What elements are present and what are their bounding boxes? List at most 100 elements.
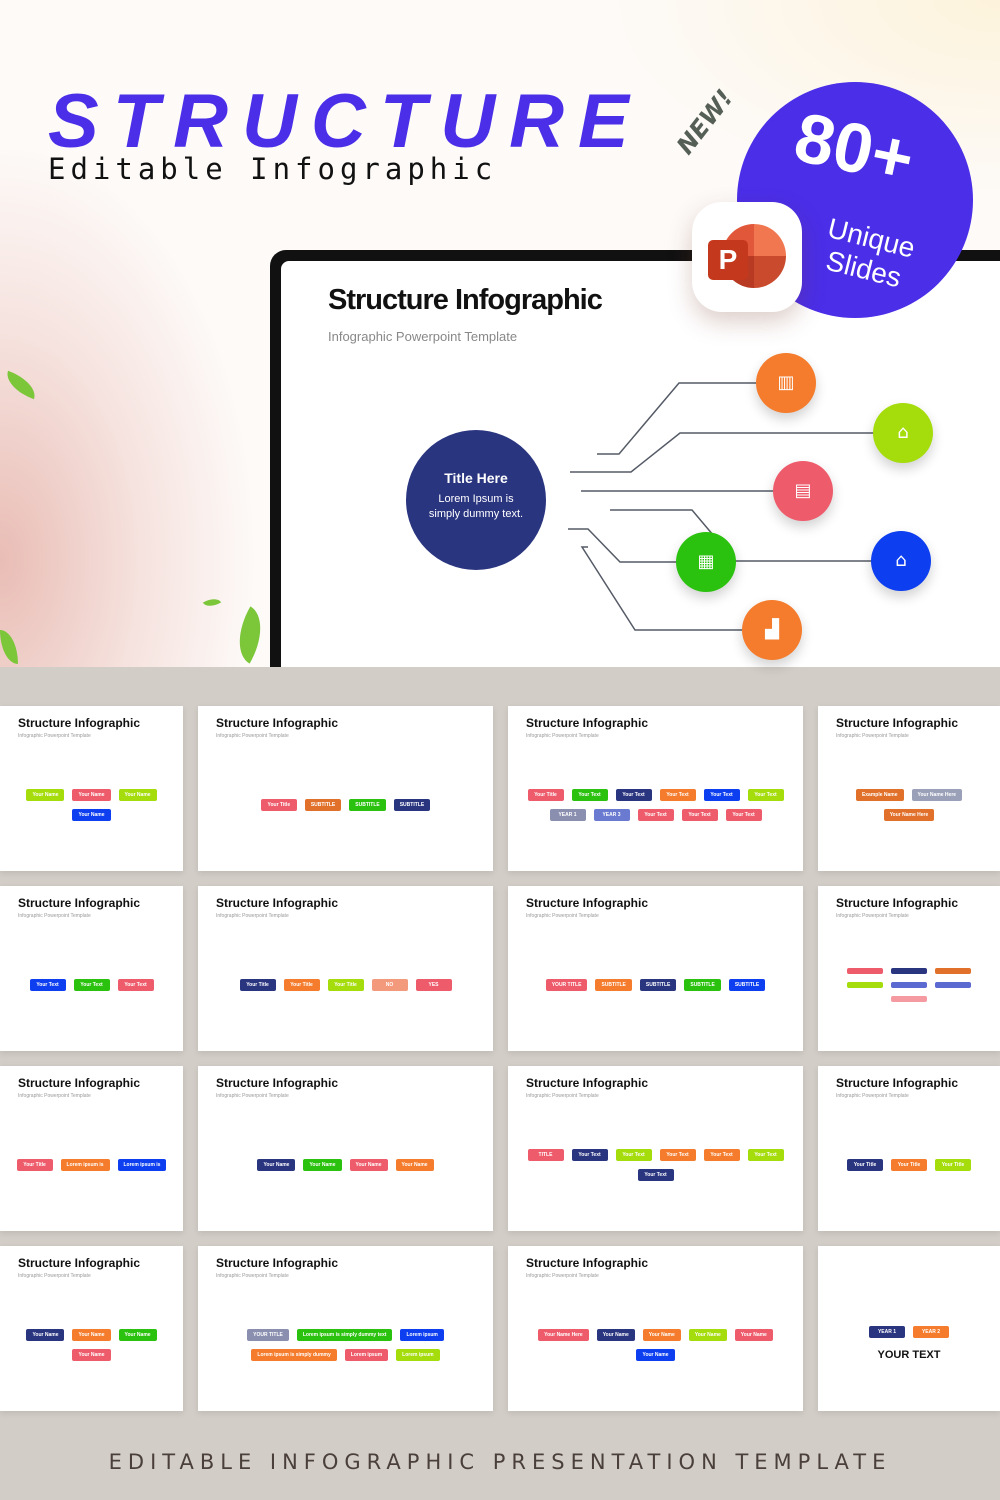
thumbnail-title: Structure Infographic bbox=[18, 716, 141, 730]
slide-count: 80+ bbox=[788, 97, 921, 199]
thumbnail-box: Your Text bbox=[615, 1148, 652, 1161]
factory-icon: ▟ bbox=[742, 600, 802, 660]
slide-thumbnail[interactable]: YEAR 1 YEAR 2 YOUR TEXT bbox=[818, 1246, 1000, 1411]
thumbnail-box: Your Text bbox=[615, 788, 652, 801]
thumbnail-box: SUBTITLE bbox=[349, 798, 386, 811]
thumbnail-box: Your Text bbox=[637, 808, 674, 821]
thumbnail-box: Your Title bbox=[327, 978, 364, 991]
thumbnail-box: Your Text bbox=[637, 1168, 674, 1181]
slide-thumbnail[interactable]: Structure Infographic Infographic Powerp… bbox=[0, 706, 183, 871]
thumbnail-box: YEAR 3 bbox=[593, 808, 630, 821]
thumbnail-box: Your Name bbox=[26, 1328, 65, 1341]
thumbnail-box: NO bbox=[371, 978, 408, 991]
hero-banner: STRUCTURE Editable Infographic NEW! Stru… bbox=[0, 0, 1000, 667]
thumbnail-box: Your Text bbox=[571, 788, 608, 801]
thumbnail-subtitle: Infographic Powerpoint Template bbox=[216, 913, 289, 919]
thumbnail-title: Structure Infographic bbox=[18, 1076, 141, 1090]
thumbnail-box: Your Text bbox=[659, 1148, 696, 1161]
thumbnail-box: Your Name bbox=[72, 788, 111, 801]
slide-title: Structure Infographic bbox=[328, 284, 603, 316]
thumbnail-box bbox=[891, 995, 927, 1002]
slide-thumbnail[interactable]: Structure Infographic Infographic Powerp… bbox=[818, 706, 1000, 871]
thumbnail-box: Your Title bbox=[260, 798, 297, 811]
slide-thumbnail[interactable]: Structure Infographic Infographic Powerp… bbox=[198, 1066, 493, 1231]
thumbnail-box: Your Title bbox=[239, 978, 276, 991]
thumbnail-box: Your Name bbox=[72, 1328, 111, 1341]
slide-thumbnail-grid: Structure Infographic Infographic Powerp… bbox=[0, 667, 1000, 1427]
thumbnail-subtitle: Infographic Powerpoint Template bbox=[836, 913, 909, 919]
hub-text: Lorem Ipsum is simply dummy text. bbox=[428, 493, 524, 520]
thumbnail-box: Your Title bbox=[16, 1158, 53, 1171]
slide-thumbnail[interactable]: Structure Infographic Infographic Powerp… bbox=[508, 886, 803, 1051]
thumbnail-subtitle: Infographic Powerpoint Template bbox=[18, 1093, 91, 1099]
thumbnail-box bbox=[847, 981, 883, 988]
thumbnail-box: Lorem ipsum is simply dummy text bbox=[296, 1328, 393, 1341]
thumbnail-box bbox=[891, 967, 927, 974]
thumbnail-box: Your Title bbox=[847, 1158, 883, 1171]
slide-thumbnail[interactable]: Structure Infographic Infographic Powerp… bbox=[0, 886, 183, 1051]
powerpoint-icon: P bbox=[692, 202, 802, 312]
thumbnail-box: YOUR TITLE bbox=[545, 978, 588, 991]
thumbnail-box: SUBTITLE bbox=[639, 978, 677, 991]
thumbnail-title: Structure Infographic bbox=[836, 896, 959, 910]
thumbnail-box: Your Text bbox=[703, 788, 740, 801]
thumbnail-title: Structure Infographic bbox=[526, 1256, 649, 1270]
thumbnail-box: Your Name bbox=[734, 1328, 773, 1341]
thumbnail-box: TITLE bbox=[527, 1148, 564, 1161]
thumbnail-subtitle: Infographic Powerpoint Template bbox=[836, 1093, 909, 1099]
thumbnail-box: Your Name bbox=[72, 808, 111, 821]
slide-thumbnail[interactable]: Structure Infographic Infographic Powerp… bbox=[508, 706, 803, 871]
thumbnail-box: Your Name Here bbox=[883, 808, 935, 821]
thumbnail-subtitle: Infographic Powerpoint Template bbox=[526, 1093, 599, 1099]
thumbnail-title: Structure Infographic bbox=[216, 896, 339, 910]
thumbnail-box: YEAR 1 bbox=[869, 1325, 905, 1338]
thumbnail-box: Your Name bbox=[26, 788, 65, 801]
thumbnail-box: Your Name bbox=[118, 1328, 157, 1341]
thumbnail-box: Your Text bbox=[681, 808, 718, 821]
thumbnail-box: Example Name bbox=[855, 788, 904, 801]
slide-thumbnail[interactable]: Structure Infographic Infographic Powerp… bbox=[198, 706, 493, 871]
thumbnail-box: YOUR TITLE bbox=[247, 1328, 289, 1341]
thumbnail-box: Your Title bbox=[283, 978, 320, 991]
thumbnail-box: Your Title bbox=[935, 1158, 971, 1171]
skyline-icon: ⌂ bbox=[871, 531, 931, 591]
thumbnail-box: SUBTITLE bbox=[595, 978, 632, 991]
thumbnail-box: Your Name bbox=[349, 1158, 388, 1171]
thumbnail-title: Structure Infographic bbox=[526, 716, 649, 730]
thumbnail-subtitle: Infographic Powerpoint Template bbox=[18, 1273, 91, 1279]
thumbnail-title: Structure Infographic bbox=[526, 1076, 649, 1090]
slide-thumbnail[interactable]: Structure Infographic Infographic Powerp… bbox=[818, 1066, 1000, 1231]
hub-circle: Title Here Lorem Ipsum is simply dummy t… bbox=[406, 430, 546, 570]
thumbnail-box: SUBTITLE bbox=[728, 978, 766, 991]
tower-icon: ▦ bbox=[676, 532, 736, 592]
thumbnail-box: Your Text bbox=[703, 1148, 740, 1161]
thumbnail-box: YEAR 2 bbox=[913, 1325, 949, 1338]
slide-thumbnail[interactable]: Structure Infographic Infographic Powerp… bbox=[0, 1066, 183, 1231]
thumbnail-box bbox=[891, 981, 927, 988]
thumbnail-box: Your Name bbox=[303, 1158, 342, 1171]
thumbnail-box: YEAR 1 bbox=[549, 808, 586, 821]
thumbnail-box: Lorem ipsum is bbox=[117, 1158, 167, 1171]
thumbnail-box: Your Title bbox=[891, 1158, 927, 1171]
thumbnail-subtitle: Infographic Powerpoint Template bbox=[18, 913, 91, 919]
thumbnail-box: Your Text bbox=[659, 788, 696, 801]
thumbnail-box: Your Name bbox=[636, 1348, 675, 1361]
thumbnail-title: Structure Infographic bbox=[18, 1256, 141, 1270]
thumbnail-box: SUBTITLE bbox=[304, 798, 342, 811]
thumbnail-box: YOUR TEXT bbox=[877, 1348, 941, 1361]
thumbnail-box: Your Name Here bbox=[911, 788, 963, 801]
thumbnail-subtitle: Infographic Powerpoint Template bbox=[836, 733, 909, 739]
thumbnail-subtitle: Infographic Powerpoint Template bbox=[526, 913, 599, 919]
slide-thumbnail[interactable]: Structure Infographic Infographic Powerp… bbox=[508, 1066, 803, 1231]
slide-subtitle: Infographic Powerpoint Template bbox=[328, 329, 518, 344]
thumbnail-box: Lorem ipsum is bbox=[60, 1158, 110, 1171]
slide-thumbnail[interactable]: Structure Infographic Infographic Powerp… bbox=[508, 1246, 803, 1411]
slide-thumbnail[interactable]: Structure Infographic Infographic Powerp… bbox=[0, 1246, 183, 1411]
slide-thumbnail[interactable]: Structure Infographic Infographic Powerp… bbox=[198, 886, 493, 1051]
thumbnail-title: Structure Infographic bbox=[836, 1076, 959, 1090]
slide-thumbnail[interactable]: Structure Infographic Infographic Powerp… bbox=[818, 886, 1000, 1051]
thumbnail-title: Structure Infographic bbox=[216, 716, 339, 730]
thumbnail-box: Your Name bbox=[596, 1328, 635, 1341]
slide-thumbnail[interactable]: Structure Infographic Infographic Powerp… bbox=[198, 1246, 493, 1411]
thumbnail-box: Lorem ipsum bbox=[344, 1348, 389, 1361]
